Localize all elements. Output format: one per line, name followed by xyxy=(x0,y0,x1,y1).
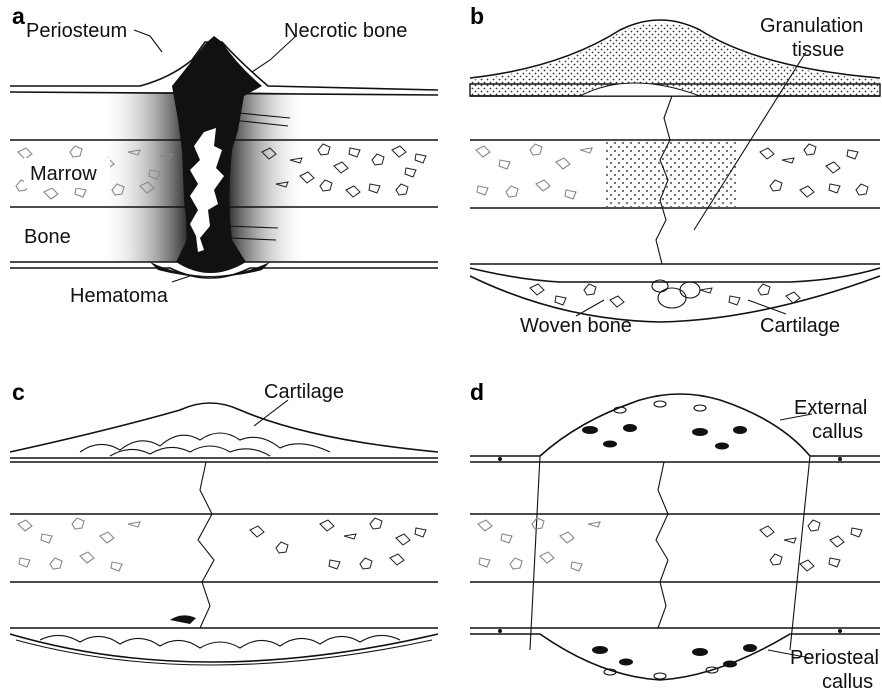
panel-d: d External callus Periosteal callus xyxy=(470,379,880,693)
panel-c: c Cartilage xyxy=(10,379,438,665)
panel-letter-d: d xyxy=(470,379,484,405)
label-necrotic-bone: Necrotic bone xyxy=(284,20,407,42)
label-hematoma: Hematoma xyxy=(70,285,169,307)
label-marrow: Marrow xyxy=(30,163,97,185)
label-periosteal-1: Periosteal xyxy=(790,647,879,669)
label-cartilage-c: Cartilage xyxy=(264,381,344,403)
panel-letter-b: b xyxy=(470,3,484,29)
panel-letter-c: c xyxy=(12,379,25,405)
panel-b: b Granulation tissue Woven bone Cartilag… xyxy=(470,3,880,337)
label-granulation-1: Granulation xyxy=(760,15,863,37)
label-periosteal-2: callus xyxy=(822,671,873,693)
panel-letter-a: a xyxy=(12,3,25,29)
label-woven-bone: Woven bone xyxy=(520,315,632,337)
label-external-1: External xyxy=(794,397,867,419)
label-bone: Bone xyxy=(24,226,71,248)
label-periosteum: Periosteum xyxy=(26,20,127,42)
label-granulation-2: tissue xyxy=(792,39,844,61)
label-cartilage-b: Cartilage xyxy=(760,315,840,337)
label-external-2: callus xyxy=(812,421,863,443)
panel-a: a Periosteum Necrotic bone Marrow Bone H… xyxy=(10,3,438,307)
